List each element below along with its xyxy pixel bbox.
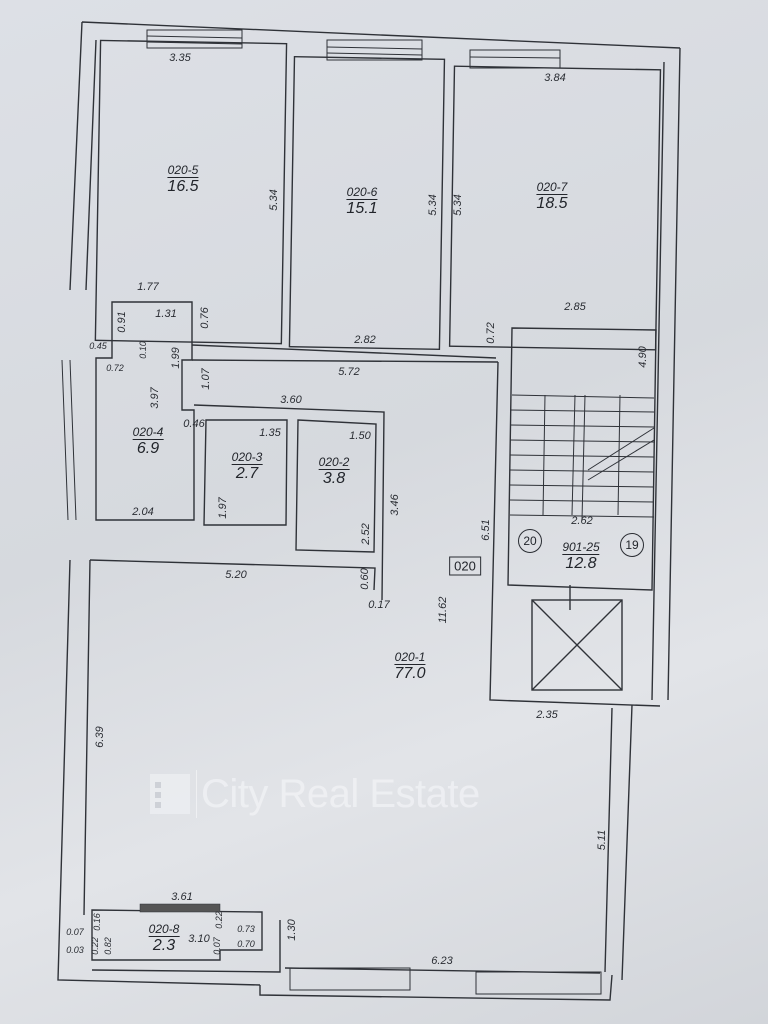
dimension: 3.60 — [280, 394, 302, 406]
dimension: 3.97 — [149, 387, 161, 409]
room-id: 020-1 — [394, 650, 426, 665]
watermark-text: City Real Estate — [201, 771, 480, 816]
room-id: 020-6 — [346, 185, 378, 200]
room-area: 18.5 — [536, 195, 568, 212]
room-area: 12.8 — [565, 555, 597, 572]
dimension: 4.90 — [637, 346, 649, 368]
dimension: 1.50 — [349, 430, 371, 442]
dimension: 1.99 — [170, 347, 182, 369]
room-area: 3.8 — [322, 470, 346, 487]
dimension: 2.04 — [132, 506, 154, 518]
dimension: 0.22 — [214, 911, 224, 929]
dimension: 6.23 — [431, 955, 453, 967]
room-area: 77.0 — [394, 665, 426, 682]
dimension: 0.07 — [212, 937, 222, 955]
dimension: 5.34 — [452, 194, 464, 216]
dimension: 0.60 — [359, 568, 371, 590]
dimension: 1.07 — [200, 368, 212, 390]
room-id: 020-8 — [148, 922, 180, 937]
dimension: 2.52 — [360, 523, 372, 545]
room-id: 901-25 — [562, 540, 600, 555]
dimension: 2.82 — [354, 334, 376, 346]
room-id: 020-2 — [318, 455, 350, 470]
dimension: 11.62 — [437, 596, 449, 624]
dimension: 0.73 — [237, 924, 255, 934]
dimension: 2.62 — [571, 515, 593, 527]
room-area: 16.5 — [167, 178, 199, 195]
dimension: 1.31 — [155, 308, 177, 320]
room-area: 6.9 — [136, 440, 160, 457]
dimension: 6.51 — [480, 519, 492, 541]
stair-marker: 19 — [620, 533, 644, 557]
dimension: 3.84 — [544, 72, 566, 84]
dimension: 0.10 — [138, 341, 148, 359]
room-id: 020-4 — [132, 425, 164, 440]
dimension: 0.70 — [237, 939, 255, 949]
room-id: 020-3 — [231, 450, 263, 465]
dimension: 1.77 — [137, 281, 159, 293]
apartment-label: 020 — [449, 556, 481, 576]
room-area: 2.3 — [152, 937, 176, 954]
dimension: 1.97 — [217, 497, 229, 519]
dimension: 5.34 — [427, 194, 439, 216]
dimension: 3.61 — [171, 891, 193, 903]
dimension: 0.17 — [368, 599, 390, 611]
dimension: 0.72 — [106, 363, 124, 373]
watermark: City Real Estate — [150, 770, 480, 818]
dimension: 0.91 — [116, 311, 128, 333]
dimension: 5.20 — [225, 569, 247, 581]
stair-marker: 20 — [518, 529, 542, 553]
dimension: 6.39 — [94, 726, 106, 748]
room-id: 020-7 — [536, 180, 568, 195]
dimension: 2.85 — [564, 301, 586, 313]
dimension: 5.72 — [338, 366, 360, 378]
room-id: 020-5 — [167, 163, 199, 178]
dimension: 3.35 — [169, 52, 191, 64]
dimension: 1.35 — [259, 427, 281, 439]
dimension: 5.34 — [268, 189, 280, 211]
dimension: 0.07 — [66, 927, 84, 937]
dimension: 0.82 — [103, 937, 113, 955]
dimension: 0.76 — [199, 307, 211, 329]
watermark-logo-icon — [150, 774, 190, 814]
room-area: 15.1 — [346, 200, 378, 217]
dimension: 0.16 — [92, 913, 102, 931]
dimension: 5.11 — [596, 829, 608, 851]
dimension: 0.45 — [89, 341, 107, 351]
dimension: 0.03 — [66, 945, 84, 955]
dimension: 0.72 — [485, 322, 497, 344]
dimension: 3.10 — [188, 933, 210, 945]
dimension: 3.46 — [389, 494, 401, 516]
dimension: 0.46 — [183, 418, 205, 430]
dimension: 1.30 — [286, 919, 298, 941]
dimension: 0.22 — [90, 937, 100, 955]
dimension: 2.35 — [536, 709, 558, 721]
watermark-divider — [196, 770, 197, 818]
room-area: 2.7 — [235, 465, 259, 482]
